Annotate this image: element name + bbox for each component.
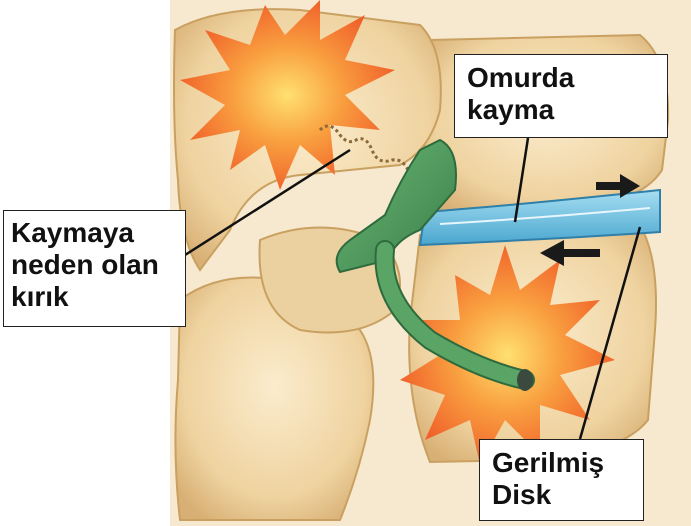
disc-label-line: Gerilmiş	[492, 447, 643, 479]
fracture-label-line: kırık	[11, 281, 185, 313]
slip-label-line: kayma	[467, 94, 667, 126]
fracture-label-line: neden olan	[11, 249, 185, 281]
disc-label-line: Disk	[492, 479, 643, 511]
slip-label-line: Omurda	[467, 62, 667, 94]
stretched-disc-callout: Gerilmiş Disk	[479, 439, 644, 521]
vertebral-slip-callout: Omurda kayma	[454, 54, 668, 138]
fracture-label-line: Kaymaya	[11, 217, 185, 249]
nerve-end	[517, 369, 533, 391]
fracture-callout: Kaymaya neden olan kırık	[3, 210, 186, 327]
